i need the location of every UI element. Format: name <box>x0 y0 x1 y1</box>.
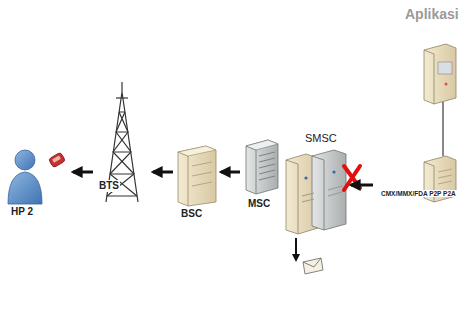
signal-arrow <box>153 171 173 174</box>
node-label: Aplikasi <box>404 6 460 22</box>
node-label: BSC <box>180 208 203 220</box>
signal-arrow <box>351 184 373 187</box>
delivery-arrow <box>296 238 297 258</box>
phone-user: HP 2 <box>4 148 70 220</box>
msc-switch <box>246 140 278 194</box>
node-label: MSC <box>247 198 271 210</box>
bts-tower: BTS <box>96 80 150 208</box>
node-label: SMSC <box>304 132 338 145</box>
phone-icon <box>48 152 65 168</box>
envelope-icon <box>303 258 323 274</box>
link-line <box>443 102 444 156</box>
node-label: HP 2 <box>10 206 34 218</box>
signal-arrow <box>221 171 240 174</box>
signal-arrow <box>73 171 93 174</box>
bsc-cabinet <box>178 146 216 206</box>
bsc-controller: BSC <box>176 144 218 220</box>
msc-switch-box: MSC <box>243 138 281 214</box>
application-server: CMX/MMX/FDA P2P P2A <box>376 152 462 206</box>
app-server-top <box>424 44 456 104</box>
smsc-center: SMSC <box>284 132 348 238</box>
node-label: CMX/MMX/FDA P2P P2A <box>380 190 457 197</box>
application-title: Aplikasi <box>402 4 464 106</box>
smsc-servers <box>286 150 346 234</box>
person-icon <box>8 150 42 204</box>
node-label: BTS <box>98 180 120 192</box>
